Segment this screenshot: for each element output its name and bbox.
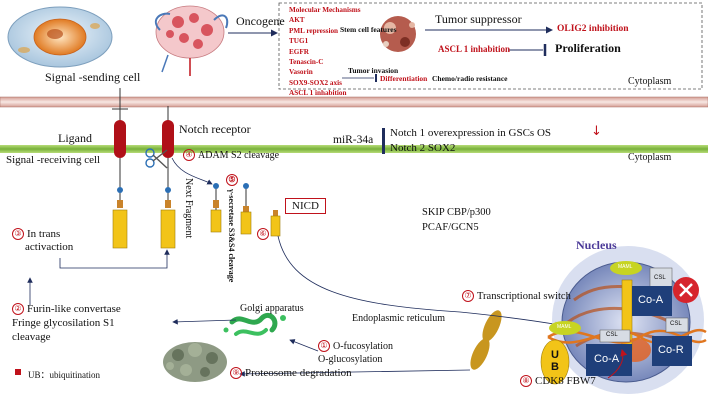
tissue-illustration [154, 5, 229, 76]
step-8-text: CDK8 FBW7 [535, 375, 596, 387]
signal-receiving-cell-label: Signal -receiving cell [6, 154, 101, 166]
nucleus-label: Nucleus [576, 238, 617, 252]
proliferation-label: Proliferation [555, 41, 621, 55]
gamma-secretase-text: γ-secretase S3&S4 cleavage [227, 189, 236, 283]
tumor-invasion-label: Tumor invasion [348, 66, 399, 75]
cytoplasm-middle-label: Cytoplasm [628, 152, 672, 163]
step-3-text-a: In trans [27, 228, 61, 240]
olig2-label: OLIG2 inhibition [557, 24, 629, 34]
chemo-radio-label: Chemo/radio resistance [432, 74, 508, 83]
step-9-text: Proteosome degradation [245, 367, 352, 379]
cell-membrane [0, 96, 708, 108]
down-arrow-icon: ↓ [591, 124, 602, 139]
differentiation-label: Differentiation [380, 74, 428, 83]
ligand-illustration [112, 88, 128, 158]
step-2-text-a: Furin-like convertase [27, 303, 121, 315]
step-4-number: ④ [183, 149, 195, 161]
maml-left-label: MAML [557, 324, 572, 330]
legend-square [15, 369, 21, 375]
mechanism-item: Vasorin [289, 68, 313, 77]
scissors-icon [145, 148, 168, 169]
step-1-number: ① [318, 340, 330, 352]
mechanism-item: TUG1 [289, 37, 309, 46]
step-5-number: ⑤ [226, 174, 238, 186]
golgi-apparatus-illustration [223, 312, 286, 336]
skip-label: SKIP CBP/p300 [422, 207, 491, 218]
golgi-label: Golgi apparatus [240, 303, 304, 314]
next-fragment-label: Next Fragment [183, 178, 194, 239]
stem-cell-features-label: Stem cell features [340, 25, 397, 34]
step-3-text-b: activaction [25, 241, 74, 253]
adam-cleavage-text: ADAM S2 cleavage [198, 150, 280, 161]
step-2-text-b: Fringe glycosilation S1 [12, 317, 115, 329]
step-7-number: ⑦ [462, 290, 474, 302]
mechanism-item: ASCL 1 inhabition [289, 89, 347, 98]
csl-left-label: CSL [606, 332, 618, 338]
step-1-text-b: O-glucosylation [318, 354, 383, 365]
csl-top-label: CSL [654, 275, 666, 281]
oncogene-label: Oncogene [236, 14, 285, 28]
step-9-number: ⑨ [230, 367, 242, 379]
tumor-suppressor-label: Tumor suppressor [435, 12, 522, 26]
maml-top-label: MAML [618, 264, 633, 270]
step-8-number: ⑧ [520, 375, 532, 387]
mechanism-item: AKT [289, 16, 305, 25]
ub-marker-label: U B [547, 349, 563, 373]
mir34a-inhibition-bar [382, 128, 385, 154]
mechanism-item: SOX9-SOX2 axis [289, 78, 342, 87]
endoplasmic-reticulum-illustration [470, 310, 502, 370]
oncogene-box [278, 2, 703, 90]
blocked-x-icon [673, 277, 699, 303]
step-3-number: ③ [12, 228, 24, 240]
next-fragment-illustration [210, 183, 281, 237]
mechanism-item: PML repression [289, 26, 339, 35]
ubiquitin-marker [540, 339, 570, 385]
receiving-cell-membrane [0, 145, 708, 153]
mechanism-item: Molecular Mechanisms [289, 6, 361, 14]
notch2-label: Notch 2 SOX2 [390, 142, 456, 154]
molecular-mechanisms-list: Molecular Mechanisms AKT PML repression … [289, 5, 361, 99]
ub-legend-label: UB：ubiquitination [28, 370, 101, 380]
ub-u: U [551, 349, 559, 361]
signal-sending-cell-label: Signal -sending cell [45, 70, 141, 84]
step-1-text-a: O-fucosylation [333, 341, 393, 352]
notch-receptor-illustration [112, 106, 176, 249]
ub-b: B [551, 361, 559, 373]
co-a-top-label: Co-A [638, 294, 664, 306]
step-6-number: ⑥ [257, 228, 269, 240]
gamma-secretase-label: ⑤ γ-secretase S3&S4 cleavage [226, 174, 238, 282]
pcaf-label: PCAF/GCN5 [422, 222, 479, 233]
step-7-text: Transcriptional switch [477, 291, 571, 302]
proteasome-illustration [163, 342, 227, 382]
notch1-label: Notch 1 overexpression in GSCs OS [390, 127, 552, 139]
ligand-label: Ligand [58, 131, 92, 145]
step-2-text-c: cleavage [12, 331, 51, 343]
cytoplasm-top-label: Cytoplasm [628, 76, 672, 87]
notch-receptor-label: Notch receptor [179, 122, 251, 136]
co-a-bottom-label: Co-A [594, 353, 620, 365]
signal-sending-cell-illustration [7, 6, 113, 68]
nicd-box: NICD [285, 198, 326, 214]
co-r-label: Co-R [658, 344, 684, 356]
tumor-cell-illustration [380, 16, 416, 52]
mechanism-item: Tenascin-C [289, 58, 324, 67]
step-2-number: ② [12, 303, 24, 315]
csl-right-label: CSL [670, 321, 682, 327]
ascl1-label: ASCL 1 inhabition [438, 44, 511, 54]
mir34a-label: miR-34a [333, 134, 374, 146]
mechanism-item: EGFR [289, 47, 309, 56]
er-label: Endoplasmic reticulum [352, 313, 446, 324]
